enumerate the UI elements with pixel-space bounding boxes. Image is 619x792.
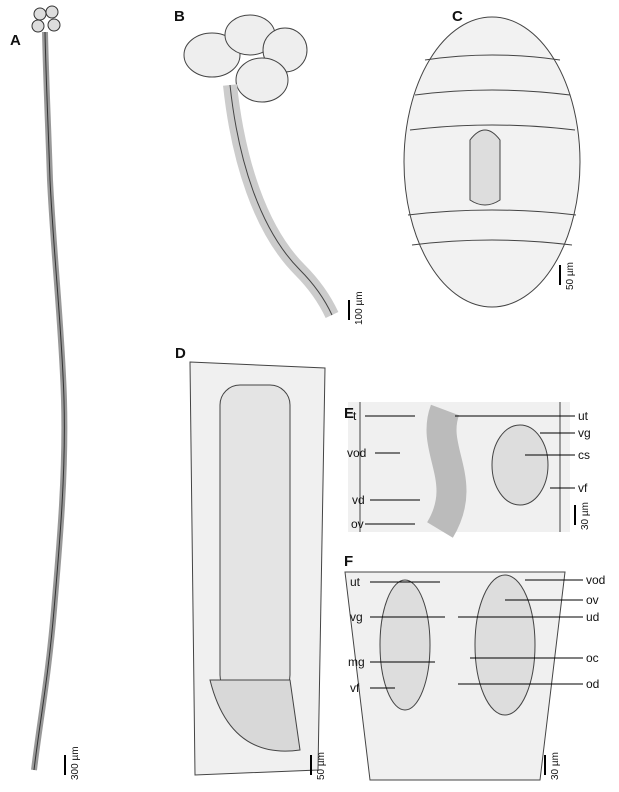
label-f-vod: vod: [586, 573, 606, 587]
panel-b-scolex: [183, 14, 339, 319]
label-e-vg: vg: [578, 426, 591, 440]
label-e-cs: cs: [578, 448, 590, 462]
label-f-od: od: [586, 677, 600, 691]
panel-a-worm: [31, 5, 68, 771]
label-e-vf: vf: [578, 481, 588, 495]
panel-e-scale-text: 30 µm: [580, 502, 591, 530]
label-f-mg: mg: [348, 655, 365, 669]
label-e-vod: vod: [347, 446, 367, 460]
label-f-ut: ut: [350, 575, 361, 589]
label-e-ut: ut: [578, 409, 589, 423]
panel-f-detail: [344, 571, 566, 781]
panel-c-scale-text: 50 µm: [565, 262, 576, 290]
panel-e-detail: [348, 402, 570, 538]
panel-d-label: D: [175, 345, 186, 362]
label-e-ov: ov: [351, 517, 364, 531]
label-f-ud: ud: [586, 610, 600, 624]
label-e-t: t: [353, 409, 357, 423]
panel-e-label: E: [344, 405, 355, 422]
panel-d-proglottid: [189, 361, 326, 776]
label-f-ov: ov: [586, 593, 599, 607]
panel-b-label: B: [174, 8, 185, 25]
panel-f-label: F: [344, 553, 354, 570]
panel-d-scale-text: 50 µm: [316, 752, 327, 780]
label-f-vf: vf: [350, 681, 360, 695]
panel-c-scolex-apical: [403, 16, 581, 308]
label-f-vg: vg: [350, 610, 363, 624]
panel-a-label: A: [10, 32, 21, 49]
leader-lines: [365, 415, 583, 689]
label-f-oc: oc: [586, 651, 599, 665]
panel-f-scale-text: 30 µm: [550, 752, 561, 780]
label-e-vd: vd: [352, 493, 365, 507]
panel-c-label: C: [452, 8, 463, 25]
panel-b-scale-text: 100 µm: [354, 291, 365, 325]
panel-a-scale-text: 300 µm: [70, 746, 81, 780]
